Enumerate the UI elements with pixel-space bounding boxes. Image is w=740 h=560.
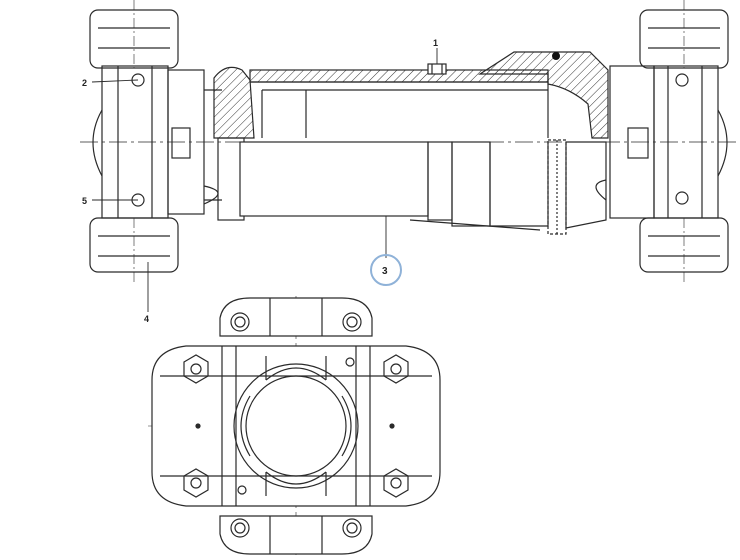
- end-view-cross-spider: [233, 356, 359, 496]
- left-bottom-bearing-cap: [89, 217, 179, 285]
- side-view: [80, 0, 738, 312]
- callout-3-highlight-ring: [370, 254, 402, 286]
- weld-seam: [547, 139, 567, 235]
- right-bottom-bearing-cap: [639, 217, 729, 285]
- callout-5: 5: [82, 196, 87, 206]
- callout-2: 2: [82, 78, 87, 88]
- callout-1: 1: [433, 38, 438, 48]
- left-flange-section: [213, 66, 255, 139]
- right-slip-yoke-section: [477, 51, 609, 139]
- left-top-bearing-cap: [89, 0, 179, 69]
- right-yoke: [609, 65, 728, 219]
- grease-nipple: [427, 63, 447, 75]
- callout-leaders: [91, 48, 438, 312]
- end-view-cross-joint: [148, 296, 441, 556]
- end-view-top-flange: [219, 297, 373, 337]
- right-top-bearing-cap: [639, 0, 729, 69]
- shaft-tube: [239, 141, 549, 231]
- end-view-body: [151, 345, 441, 507]
- callout-3: 3: [382, 266, 388, 277]
- end-view-bottom-flange: [219, 515, 373, 555]
- shaft-tube-section: [249, 69, 549, 138]
- end-view-bolts: [183, 354, 409, 498]
- callout-4: 4: [144, 314, 149, 324]
